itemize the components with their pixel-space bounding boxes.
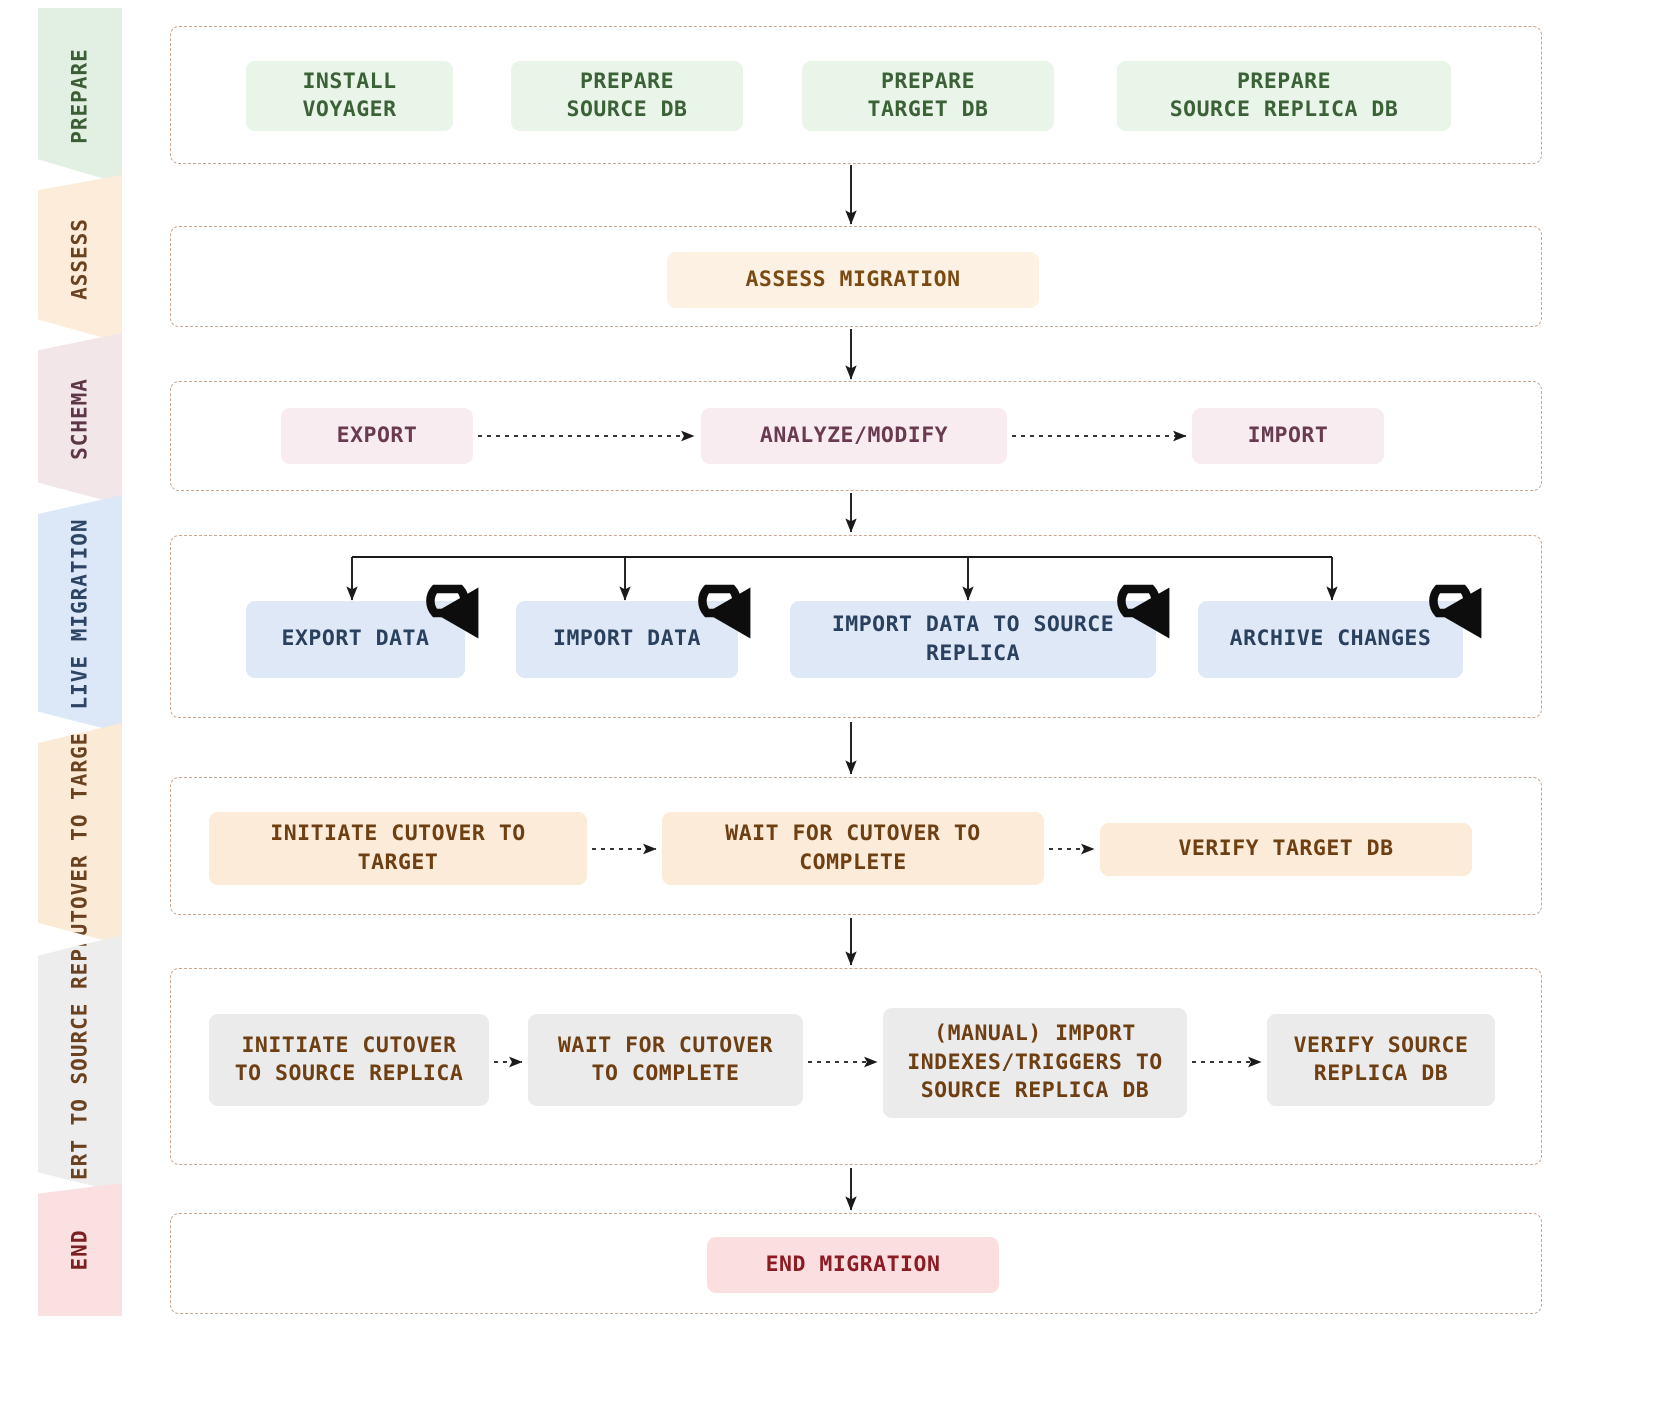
phase-band-assess: ASSESS [38, 175, 122, 343]
phase-band-convert-to-source-replica: CONVERT TO SOURCE REPLICA [38, 935, 122, 1193]
lane-end [170, 1213, 1542, 1314]
node-initiate-cutover-to-target[interactable]: INITIATE CUTOVER TO TARGET [209, 812, 587, 885]
phase-rail: PREPARE ASSESS SCHEMA LIVE MIGRATION CUT… [38, 0, 122, 1316]
phase-band-prepare: PREPARE [38, 8, 122, 184]
node-verify-source-replica-db[interactable]: VERIFY SOURCE REPLICA DB [1267, 1014, 1495, 1106]
phase-band-cutover-to-target: CUTOVER TO TARGET [38, 723, 122, 945]
node-wait-for-cutover-to-complete-2[interactable]: WAIT FOR CUTOVER TO COMPLETE [528, 1014, 803, 1106]
node-export-data[interactable]: EXPORT DATA [246, 601, 465, 678]
phase-label-schema: SCHEMA [67, 378, 92, 460]
node-analyze-modify[interactable]: ANALYZE/MODIFY [701, 408, 1007, 464]
node-install-voyager[interactable]: INSTALL VOYAGER [246, 61, 453, 131]
phase-band-end: END [38, 1183, 122, 1316]
lane-convert-to-source-replica [170, 968, 1542, 1165]
node-manual-import-indexes-triggers[interactable]: (MANUAL) IMPORT INDEXES/TRIGGERS TO SOUR… [883, 1008, 1187, 1118]
node-end-migration[interactable]: END MIGRATION [707, 1237, 999, 1293]
node-prepare-source-replica-db[interactable]: PREPARE SOURCE REPLICA DB [1117, 61, 1451, 131]
node-verify-target-db[interactable]: VERIFY TARGET DB [1100, 823, 1472, 876]
node-prepare-source-db[interactable]: PREPARE SOURCE DB [511, 61, 743, 131]
phase-label-prepare: PREPARE [67, 48, 92, 144]
node-export[interactable]: EXPORT [281, 408, 473, 464]
node-import[interactable]: IMPORT [1192, 408, 1384, 464]
node-archive-changes[interactable]: ARCHIVE CHANGES [1198, 601, 1463, 678]
phase-band-schema: SCHEMA [38, 333, 122, 505]
phase-label-live-migration: LIVE MIGRATION [67, 518, 92, 710]
phase-label-end: END [67, 1229, 92, 1270]
lane-cutover-to-target [170, 777, 1542, 915]
node-import-data-to-source-replica[interactable]: IMPORT DATA TO SOURCE REPLICA [790, 601, 1156, 678]
lane-schema [170, 381, 1542, 491]
node-assess-migration[interactable]: ASSESS MIGRATION [667, 252, 1039, 308]
phase-label-assess: ASSESS [67, 218, 92, 300]
lane-assess [170, 226, 1542, 327]
node-import-data[interactable]: IMPORT DATA [516, 601, 738, 678]
node-prepare-target-db[interactable]: PREPARE TARGET DB [802, 61, 1054, 131]
node-wait-for-cutover-to-complete[interactable]: WAIT FOR CUTOVER TO COMPLETE [662, 812, 1044, 885]
lane-prepare [170, 26, 1542, 164]
lane-live-migration [170, 535, 1542, 718]
phase-label-cutover-to-target: CUTOVER TO TARGET [67, 723, 92, 945]
node-initiate-cutover-to-source-replica[interactable]: INITIATE CUTOVER TO SOURCE REPLICA [209, 1014, 489, 1106]
phase-band-live-migration: LIVE MIGRATION [38, 495, 122, 733]
phase-label-convert-to-source-replica: CONVERT TO SOURCE REPLICA [67, 935, 92, 1193]
